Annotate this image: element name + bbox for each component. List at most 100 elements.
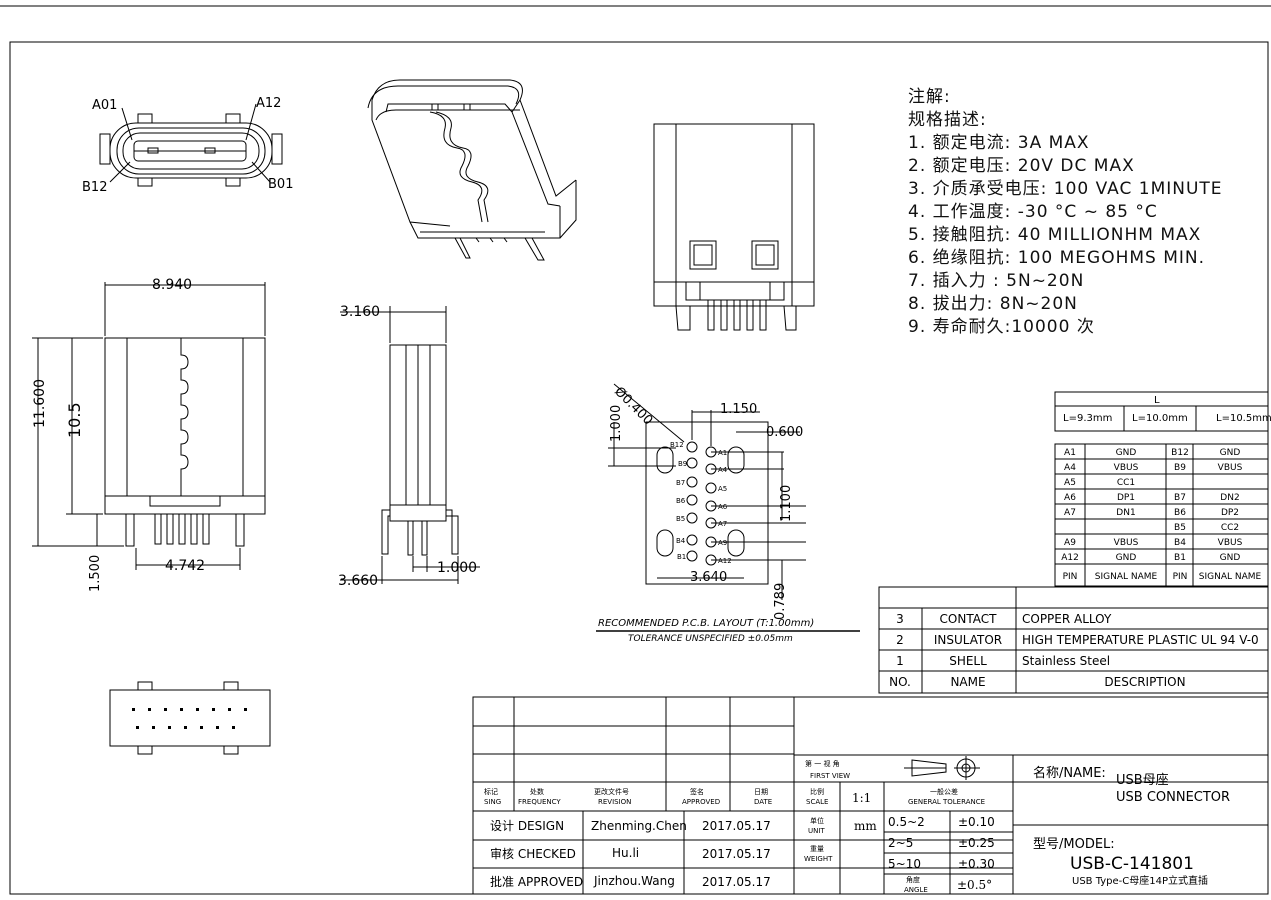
note-item: 1. 额定电流: 3A MAX	[908, 133, 1090, 153]
length-option: L=10.5mm	[1216, 413, 1271, 424]
bottom-view	[109, 681, 271, 755]
bom-cell: HIGH TEMPERATURE PLASTIC UL 94 V-0	[1022, 633, 1259, 647]
unit-cn: 单位	[810, 816, 824, 825]
pin-table-footer: SIGNAL NAME	[1199, 572, 1262, 582]
pcb-tolerance: TOLERANCE UNSPECIFIED ±0.05mm	[628, 634, 793, 644]
bom-header: DESCRIPTION	[1104, 675, 1185, 689]
unit-value: mm	[854, 819, 877, 833]
model-value: USB-C-141801	[1070, 854, 1194, 874]
scale-value: 1:1	[852, 791, 871, 805]
notes-heading: 注解:	[908, 87, 951, 107]
design-date: 2017.05.17	[702, 819, 771, 833]
pcb-pin-label: B6	[676, 497, 686, 505]
pcb-pin-label: A4	[718, 466, 728, 474]
tolerance-range: 5~10	[888, 857, 921, 871]
bom-cell: 2	[896, 633, 904, 647]
name-label: 名称/NAME:	[1033, 765, 1106, 781]
model-label: 型号/MODEL:	[1033, 837, 1115, 852]
bom-header: NAME	[950, 675, 985, 689]
pcb-pin-label: B1	[677, 553, 686, 561]
angle-cn: 角度	[906, 875, 920, 884]
pin-table	[1054, 443, 1269, 587]
col-freq-en: FREQUENCY	[518, 798, 561, 806]
design-label: 设计 DESIGN	[490, 819, 564, 833]
checked-label: 审核 CHECKED	[490, 846, 576, 861]
col-rev-en: REVISION	[598, 798, 631, 806]
side-dim-foot: 3.660	[338, 573, 378, 589]
col-sign-en: SING	[484, 798, 501, 806]
dim-inner: 10.5	[65, 402, 84, 438]
col-date-cn: 日期	[754, 788, 768, 796]
pin-table-cell: B12	[1171, 448, 1189, 458]
approved-label: 批准 APPROVED	[490, 874, 583, 889]
dim-height: 11.600	[32, 379, 48, 428]
pcb-pin-label: A1	[718, 449, 727, 457]
pcb-dim-4: 0.600	[766, 425, 803, 440]
bom-cell: 1	[896, 654, 904, 668]
bom-table	[878, 586, 1269, 694]
col-sign-cn: 标记	[484, 787, 498, 796]
scale-cn: 比例	[810, 787, 824, 796]
scale-en: SCALE	[806, 798, 828, 806]
design-name: Zhenming.Chen	[591, 819, 687, 833]
pin-table-cell: B1	[1174, 553, 1186, 563]
pcb-pin-label: A7	[718, 520, 727, 528]
top-view	[32, 282, 266, 570]
pin-table-cell: A6	[1064, 493, 1076, 503]
first-view-en: FIRST VIEW	[810, 772, 850, 780]
note-item: 3. 介质承受电压: 100 VAC 1MINUTE	[908, 179, 1223, 199]
model-desc: USB Type-C母座14P立式直插	[1072, 874, 1208, 887]
side-view	[340, 306, 480, 584]
pin-table-cell: A5	[1064, 478, 1076, 488]
note-item: 4. 工作温度: -30 °C ~ 85 °C	[908, 202, 1158, 222]
pin-table-cell: B6	[1174, 508, 1186, 518]
pin-table-cell: DN1	[1116, 508, 1135, 518]
back-view	[653, 123, 815, 331]
pin-table-cell: GND	[1116, 448, 1137, 458]
pin-table-cell: A1	[1064, 448, 1076, 458]
note-item: 2. 额定电压: 20V DC MAX	[908, 156, 1135, 176]
title-block	[472, 696, 1269, 895]
first-view-cn: 第 一 视 角	[805, 759, 840, 768]
pin-table-cell: B4	[1174, 538, 1186, 548]
bom-cell: Stainless Steel	[1022, 654, 1110, 668]
pin-table-cell: VBUS	[1218, 538, 1243, 548]
isometric-view	[367, 79, 577, 261]
pin-table-cell: VBUS	[1218, 463, 1243, 473]
pcb-pin-label: B7	[676, 479, 685, 487]
pcb-pin-label: B4	[676, 537, 686, 545]
note-item: 6. 绝缘阻抗: 100 MEGOHMS MIN.	[908, 248, 1206, 268]
name-en: USB CONNECTOR	[1116, 790, 1230, 805]
label-a12: A12	[256, 96, 281, 111]
checked-date: 2017.05.17	[702, 847, 771, 861]
name-cn: USB母座	[1116, 773, 1169, 788]
pin-table-cell: DP1	[1117, 493, 1135, 503]
bom-cell: INSULATOR	[934, 633, 1002, 647]
pin-table-cell: VBUS	[1114, 463, 1139, 473]
pin-table-cell: VBUS	[1114, 538, 1139, 548]
pin-table-cell: CC1	[1117, 478, 1135, 488]
pin-table-cell: B9	[1174, 463, 1186, 473]
tolerance-cells: 0.5~2±0.102~5±0.255~10±0.30	[888, 815, 995, 871]
weight-en: WEIGHT	[804, 855, 833, 863]
pin-table-cell: B5	[1174, 523, 1186, 533]
pcb-pin-label: B9	[678, 460, 687, 468]
col-freq-cn: 处数	[530, 787, 544, 796]
pin-table-cell: DP2	[1221, 508, 1239, 518]
tolerance-value: ±0.10	[958, 815, 995, 829]
pcb-pin-label: B12	[670, 441, 684, 449]
pcb-pin-label: B5	[676, 515, 685, 523]
pin-table-cell: GND	[1220, 448, 1241, 458]
pin-table-cell: A12	[1061, 553, 1079, 563]
pcb-dim-6: 3.640	[690, 570, 727, 585]
pin-table-cell: GND	[1116, 553, 1137, 563]
checked-name: Hu.li	[612, 846, 639, 860]
pin-table-cell: DN2	[1220, 493, 1239, 503]
dim-width: 8.940	[152, 277, 192, 293]
pcb-dim-3: 1.150	[720, 402, 757, 417]
front-view	[99, 103, 283, 187]
side-dim-pin: 1.000	[437, 560, 477, 576]
tolerance-value: ±0.25	[958, 836, 995, 850]
